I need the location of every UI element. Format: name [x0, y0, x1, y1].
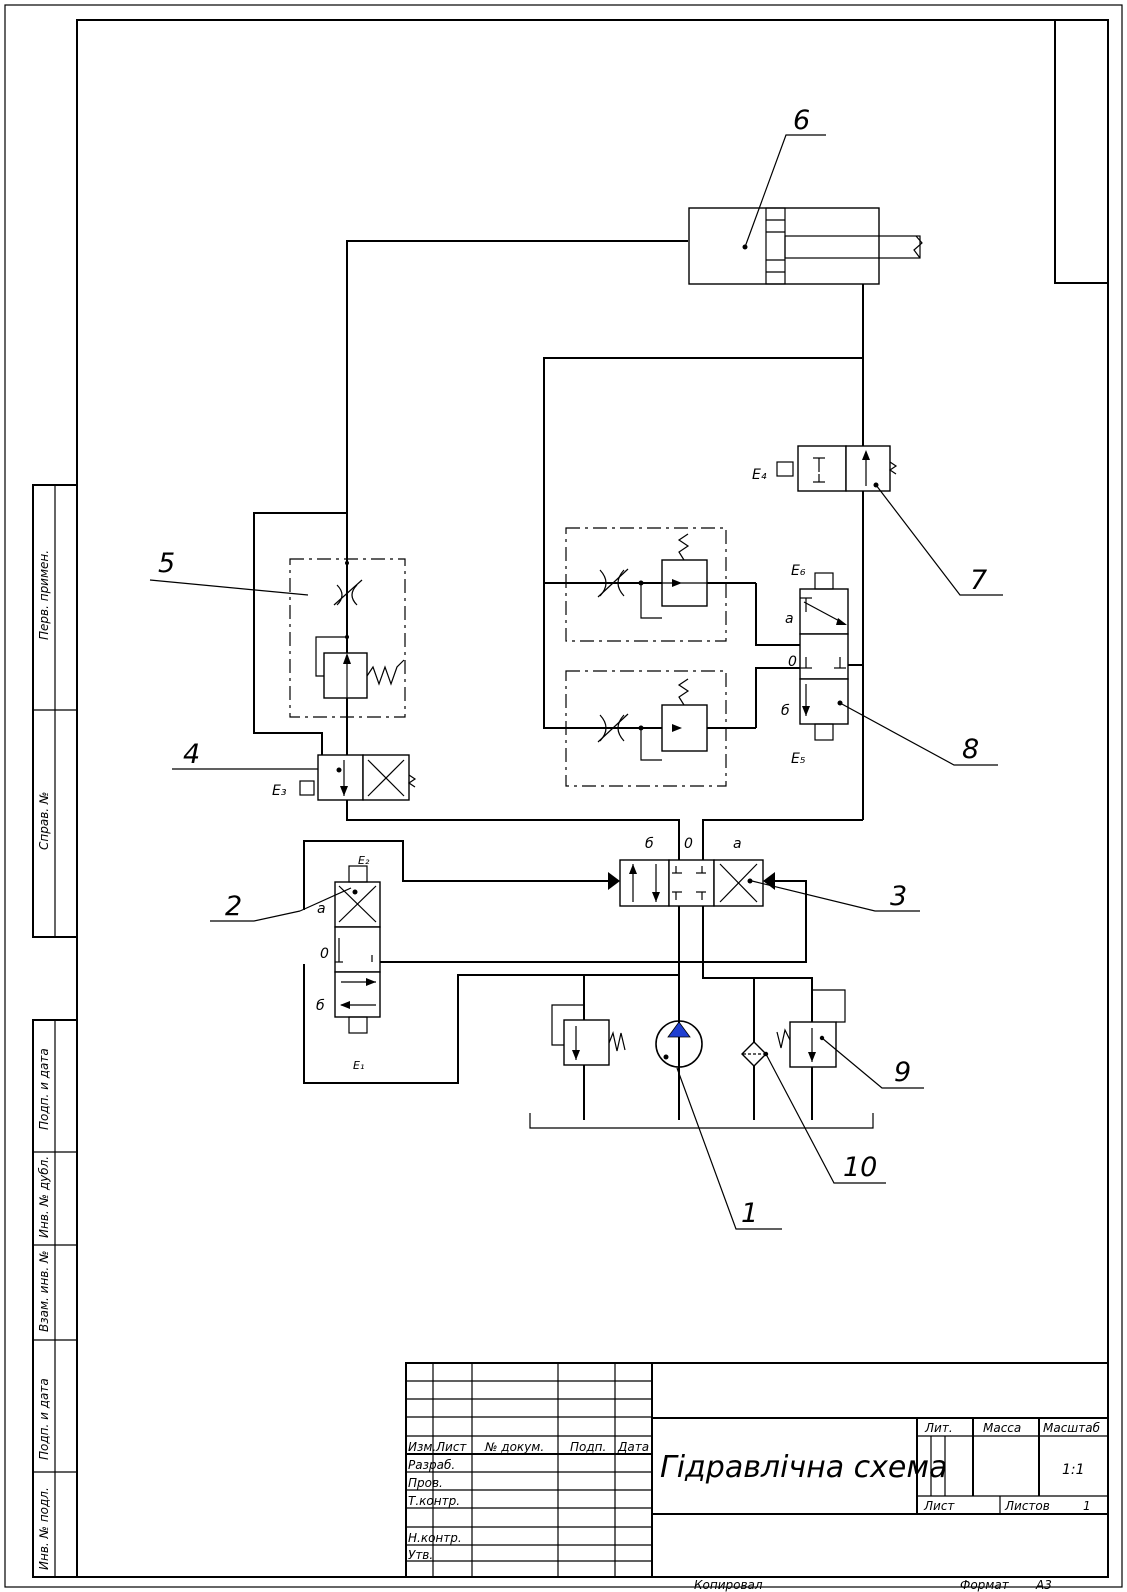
callout-5: 5: [158, 548, 175, 579]
solenoid-e4: E₄: [752, 467, 767, 483]
valve-e4: E₄: [752, 445, 898, 492]
leader-lines: [149, 134, 1003, 1230]
pos-0-3: 0: [684, 836, 693, 852]
pos-a-2: а: [317, 901, 326, 917]
tb-sheet: Лист: [923, 1499, 955, 1513]
drawing-title: Гідравлічна схема: [660, 1450, 947, 1485]
callout-3: 3: [890, 881, 907, 912]
pos-b-2: б: [316, 998, 325, 1014]
copied-label: Копировал: [694, 1578, 763, 1592]
tb-prov: Пров.: [408, 1476, 443, 1490]
pressure-reducing-valve: [563, 1019, 626, 1066]
drawing-frame: [76, 19, 1109, 1578]
filter: [741, 1041, 769, 1067]
tb-masshtab: Масштаб: [1043, 1421, 1101, 1435]
throttle-unit-lower: [565, 670, 727, 787]
callout-2: 2: [225, 891, 242, 922]
pos-0-8: 0: [788, 654, 797, 670]
tb-izm: Изм.: [408, 1440, 436, 1454]
hydraulic-cylinder: [688, 207, 923, 285]
tb-sheets: Листов: [1004, 1499, 1050, 1513]
tb-massa: Масса: [983, 1421, 1021, 1435]
tb-razrab: Разраб.: [408, 1458, 455, 1472]
pos-b-8: б: [781, 703, 790, 719]
title-block: Изм. Лист № докум. Подп. Дата Разраб. Пр…: [405, 1362, 1109, 1578]
callout-9: 9: [894, 1057, 911, 1088]
pos-0-2: 0: [320, 946, 329, 962]
main-directional-valve: б 0 а: [608, 836, 775, 907]
pilot-valve-e1-e2: E₂ E₁ а 0 б: [316, 854, 381, 1072]
solenoid-e1: E₁: [353, 1059, 364, 1072]
stamp-vzam-inv: Взам. инв. №: [37, 1251, 51, 1332]
throttle-unit-upper: [565, 527, 727, 642]
callout-1: 1: [741, 1198, 758, 1229]
stamp-podp-data-2: Подп. и дата: [37, 1378, 51, 1460]
throttle-check-unit-5: [289, 558, 406, 718]
callout-4: 4: [183, 739, 200, 770]
side-stamp-column: Перв. примен. Справ. № Подп. и дата Инв.…: [32, 484, 78, 1578]
callout-7: 7: [970, 565, 987, 596]
tb-sheets-value: 1: [1083, 1499, 1091, 1513]
pos-a-8: а: [785, 611, 794, 627]
tb-list: Лист: [435, 1440, 467, 1454]
format-value: А3: [1035, 1578, 1052, 1592]
tb-utv: Утв.: [408, 1548, 433, 1562]
pump: [655, 1020, 703, 1068]
tb-lit: Лит.: [924, 1421, 953, 1435]
tb-podp: Подп.: [570, 1440, 606, 1454]
format-label: Формат: [960, 1578, 1010, 1592]
solenoid-e2: E₂: [358, 854, 370, 867]
callout-10: 10: [843, 1152, 877, 1183]
stamp-sprav-no: Справ. №: [37, 792, 51, 850]
solenoid-e5: E₅: [791, 751, 806, 767]
stamp-inv-podl: Инв. № подл.: [37, 1487, 51, 1570]
tb-n-dokum: № докум.: [484, 1440, 544, 1454]
sheet-outer-border: [4, 4, 1123, 1588]
tb-n-kontr: Н.контр.: [408, 1531, 462, 1545]
valve-e5-e6: E₆ E₅ а 0 б: [781, 563, 849, 767]
stamp-perv-primen: Перв. примен.: [37, 550, 51, 640]
stamp-podp-data-1: Подп. и дата: [37, 1048, 51, 1130]
stamp-inv-dubl: Инв. № дубл.: [37, 1156, 51, 1238]
callout-8: 8: [962, 734, 979, 765]
tb-data: Дата: [617, 1440, 649, 1454]
pos-a-3: а: [733, 836, 742, 852]
tb-t-kontr: Т.контр.: [408, 1494, 460, 1508]
solenoid-e6: E₆: [791, 563, 806, 579]
pos-b-3: б: [645, 836, 654, 852]
tb-scale-value: 1:1: [1062, 1462, 1085, 1478]
solenoid-e3: E₃: [272, 783, 287, 799]
valve-e3: E₃: [272, 754, 417, 801]
relief-valve: [776, 1021, 837, 1068]
top-right-stamp: [1054, 19, 1109, 284]
callout-6: 6: [793, 105, 810, 136]
